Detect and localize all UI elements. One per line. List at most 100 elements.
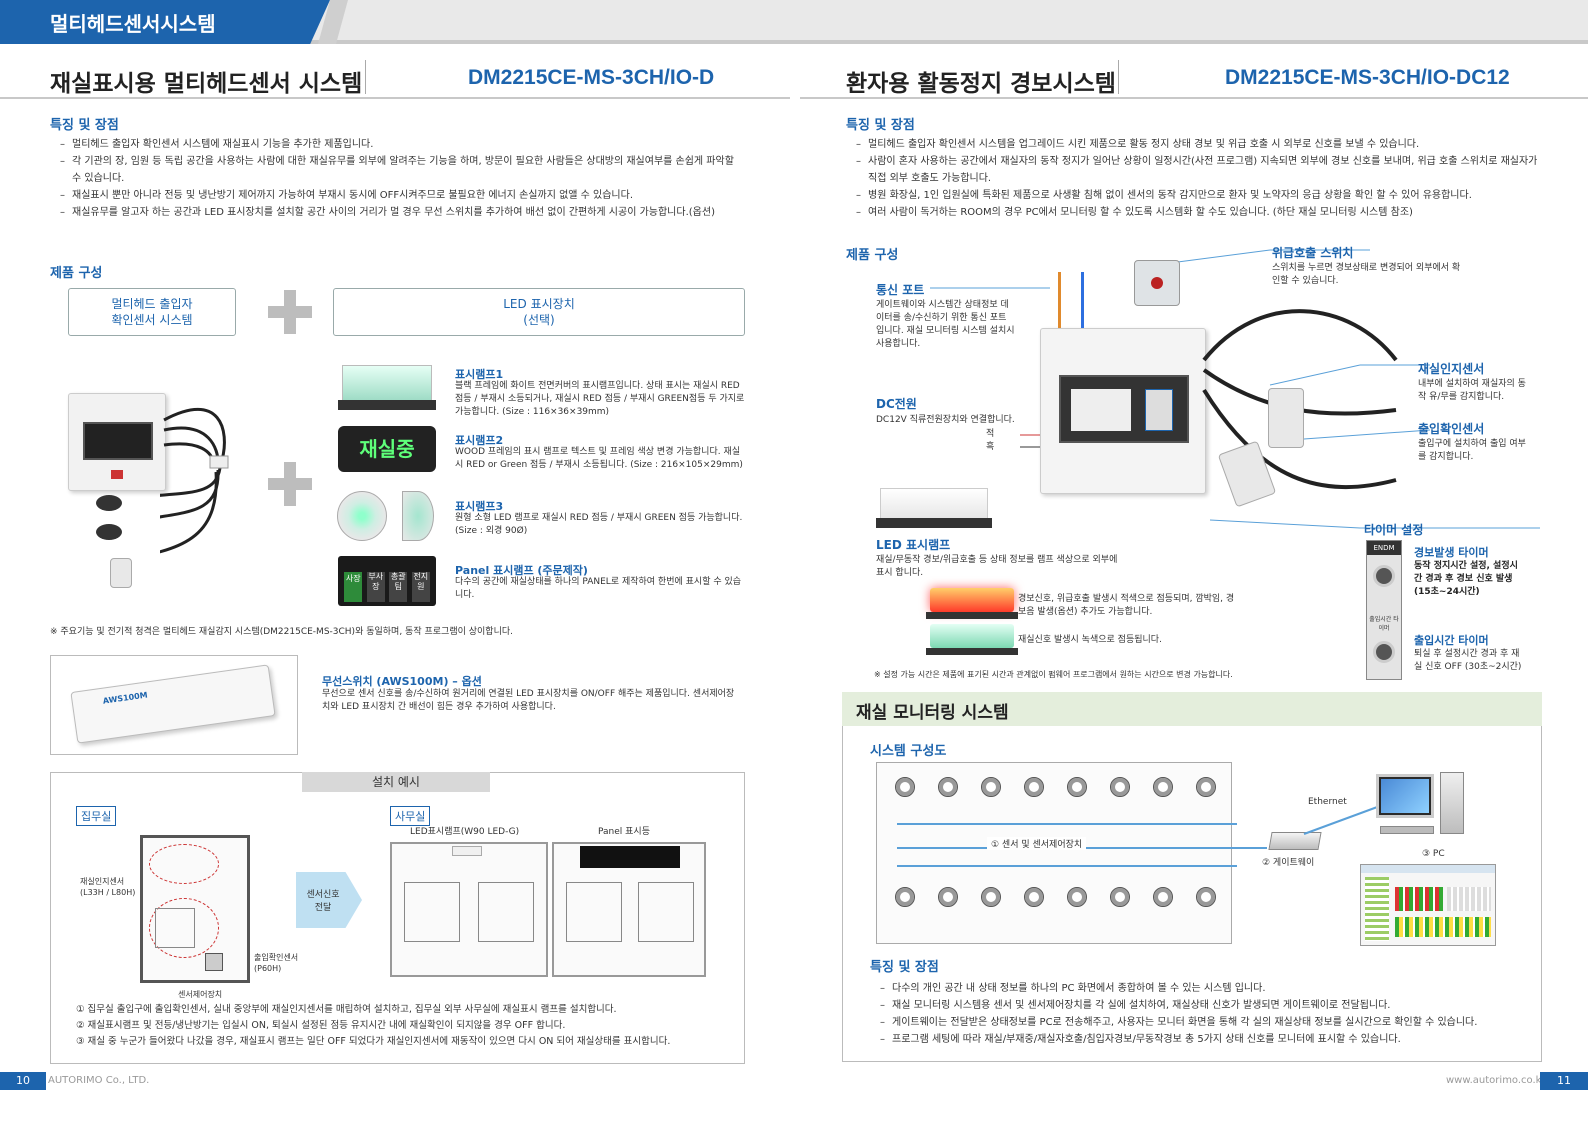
left-model-number: DM2215CE-MS-3CH/IO-D — [468, 66, 715, 89]
lamp2-title: 표시램프2 — [455, 434, 504, 447]
plus-icon — [268, 290, 312, 334]
office-table — [155, 908, 195, 948]
office-a-desk-1 — [404, 882, 460, 942]
entry-timer-knob — [1373, 641, 1395, 663]
pc-label: ③ PC — [1422, 849, 1445, 859]
wireless-switch-desc: 무선으로 센서 신호를 송/수신하여 원거리에 연결된 LED 표시장치를 ON… — [322, 689, 735, 712]
led-lamp-red-desc: 경보신호, 위급호출 발생시 적색으로 점등되며, 깜박임, 경보음 발생(옵션… — [1018, 594, 1235, 617]
bus-line-top — [897, 823, 1237, 825]
plus-icon-2 — [268, 462, 312, 506]
led-lamp-base — [876, 518, 992, 528]
room-row-bottom — [883, 887, 1227, 909]
right-features-list: 멀티헤드 출입자 확인센서 시스템을 업그레이드 시킨 제품으로 활동 정지 상… — [856, 136, 1538, 221]
controller-label: 센서제어장치 — [178, 990, 223, 999]
room-sensor — [937, 777, 958, 797]
dc-power-title: DC전원 — [876, 397, 917, 411]
left-spec-note: ※ 주요기능 및 전기적 청격은 멀티헤드 재실감지 시스템(DM2215CE-… — [50, 627, 513, 637]
left-footer-company: AUTORIMO Co., LTD. — [48, 1075, 150, 1086]
panel-label-3: 총괄팀 — [389, 572, 408, 602]
monitoring-feature-1: 다수의 개인 공간 내 상태 정보를 하나의 PC 화면에서 종합하여 볼 수 … — [880, 980, 1520, 997]
room-sensor — [894, 887, 915, 907]
install-step-3: ③ 재실 중 누군가 들어왔다 나갔을 경우, 재실표시 램프는 일단 OFF … — [76, 1036, 671, 1047]
lamp1-desc: 블랙 프레임에 화이트 전면커버의 표시램프입니다. 상태 표시는 재실시 RE… — [455, 381, 745, 417]
monitoring-features-title: 특징 및 장점 — [870, 960, 939, 975]
detection-zone-1 — [149, 844, 219, 884]
wireless-switch-image: AWS100M — [70, 664, 276, 744]
office-b-panel — [580, 846, 680, 868]
sensor-head-1 — [96, 495, 122, 511]
entry-sensor-label: 출입확인센서(P60H) — [254, 952, 324, 974]
timer-dial-label: ENDM — [1367, 541, 1401, 555]
office-b-desk-1 — [566, 882, 622, 942]
screenshot-titlebar — [1361, 865, 1495, 873]
banner-tab — [0, 0, 330, 44]
pc-keyboard-image — [1380, 826, 1434, 834]
led-lamp-title: LED 표시램프 — [876, 538, 951, 552]
left-page-title: 재실표시용 멀티헤드센서 시스템 — [50, 71, 363, 97]
monitoring-features-list: 다수의 개인 공간 내 상태 정보를 하나의 PC 화면에서 종합하여 볼 수 … — [880, 980, 1520, 1048]
panel-label-2: 부사장 — [366, 572, 385, 602]
office-room-b — [552, 842, 706, 977]
left-features-list: 멀티헤드 출입자 확인센서 시스템에 재실표시 기능을 추가한 제품입니다. 각… — [60, 136, 745, 221]
office-lamp-label: LED표시램프(W90 LED-G) — [410, 827, 520, 837]
monitoring-header — [842, 692, 1542, 726]
comm-port-title: 통신 포트 — [876, 283, 925, 297]
panel-label-1: 사장 — [344, 572, 363, 602]
lamp3-image-side — [402, 491, 434, 541]
right-features-title: 특징 및 장점 — [846, 118, 915, 133]
dc-red-label: 적 — [986, 429, 995, 439]
screenshot-list — [1365, 877, 1389, 941]
office-panel-label: Panel 표시등 — [598, 827, 650, 837]
room-grid-diagram: ① 센서 및 센서제어장치 — [876, 762, 1267, 944]
timer-setting-title: 타이머 설정 — [1364, 523, 1424, 537]
emergency-switch-image — [1134, 260, 1180, 306]
entry-timer-dial-label: 출입시간 타이머 — [1369, 616, 1399, 632]
install-step-1: ① 집무실 출입구에 출입확인센서, 실내 중앙부에 재실인지센서를 매립하여 … — [76, 1004, 617, 1015]
lamp3-title: 표시램프3 — [455, 500, 504, 513]
left-feature-1: 멀티헤드 출입자 확인센서 시스템에 재실표시 기능을 추가한 제품입니다. — [60, 136, 745, 153]
room-sensor — [937, 887, 958, 907]
install-step-2: ② 재실표시램프 및 전등/냉난방기는 입실시 ON, 퇴실시 설정된 점등 유… — [76, 1020, 566, 1031]
room2-label: 사무실 — [390, 806, 431, 826]
right-title-separator — [1118, 60, 1119, 94]
left-feature-2: 각 기관의 장, 임원 등 독립 공간을 사용하는 사람에 대한 재실유무를 외… — [60, 153, 745, 187]
pc-monitor-screen — [1381, 779, 1429, 813]
right-feature-2: 사람이 혼자 사용하는 공간에서 재실자의 동작 정지가 일어난 상황이 일정시… — [856, 153, 1538, 187]
panel-lamp-image: 사장 부사장 총괄팀 전지원 — [338, 556, 436, 606]
lamp1-base — [338, 400, 436, 410]
led-lamp-red — [930, 588, 1014, 612]
left-header-rule — [0, 97, 790, 99]
timer-dial-image: ENDM 출입시간 타이머 — [1366, 540, 1402, 680]
controller-screen — [83, 422, 153, 460]
office-a-lamp — [452, 846, 482, 856]
alarm-controller-panel — [1059, 375, 1189, 443]
entry-sensor-title: 출입확인센서 — [1418, 422, 1485, 436]
sensor-cables — [160, 407, 229, 554]
emergency-switch-title: 위급호출 스위치 — [1272, 246, 1354, 260]
led-lamp-green-desc: 재실신호 발생시 녹색으로 점등됩니다. — [1018, 635, 1162, 645]
box2-line1: LED 표시장치 — [503, 297, 575, 311]
room-sensor — [1023, 777, 1044, 797]
left-composition-title: 제품 구성 — [50, 266, 103, 281]
room-sensor — [1152, 777, 1173, 797]
dc-power-desc: DC12V 직류전원장치와 연결합니다. — [876, 415, 1015, 425]
office-b-desk-2 — [638, 882, 694, 942]
room1-label: 집무실 — [76, 806, 117, 826]
banner-title: 멀티헤드센서시스템 — [50, 12, 216, 36]
right-composition-title: 제품 구성 — [846, 248, 899, 263]
presence-sensor-name: 재실인지센서 — [80, 877, 125, 886]
comm-port-wires — [1058, 272, 1084, 328]
presence-sensor-desc: 내부에 설치하여 재실자의 동작 유/무를 감지합니다. — [1418, 379, 1526, 402]
monitoring-title: 재실 모니터링 시스템 — [856, 703, 1009, 723]
right-header-rule — [800, 97, 1588, 99]
alarm-controller-label — [1071, 389, 1131, 431]
room-sensor — [1023, 887, 1044, 907]
room-sensor — [1195, 887, 1216, 907]
entry-timer-title: 출입시간 타이머 — [1414, 634, 1489, 647]
room-sensor — [1195, 777, 1216, 797]
right-model-number: DM2215CE-MS-3CH/IO-DC12 — [1225, 66, 1510, 89]
right-feature-3: 병원 화장실, 1인 입원실에 특화된 제품으로 사생활 침해 없이 센서의 동… — [856, 187, 1538, 204]
room-sensor — [1109, 777, 1130, 797]
lamp2-image: 재실중 — [338, 426, 436, 472]
room-sensor — [1109, 887, 1130, 907]
